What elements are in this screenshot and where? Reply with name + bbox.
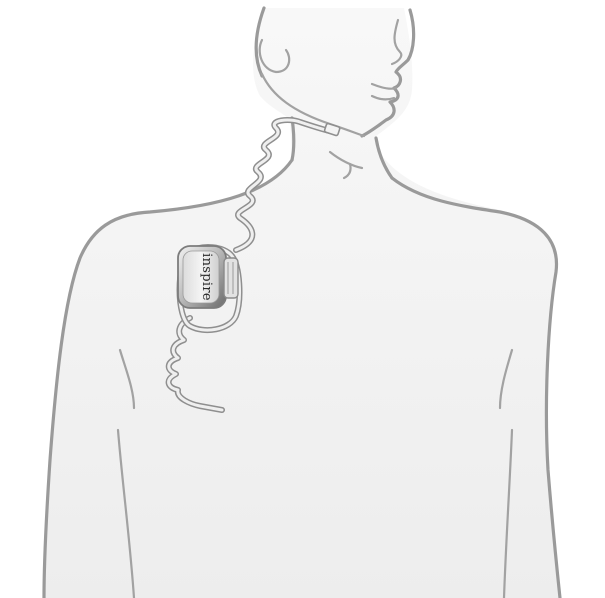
device-header [224, 258, 238, 298]
torso-silhouette [44, 8, 560, 598]
neck-left [292, 118, 294, 160]
device-brand-label: inspire [199, 253, 214, 301]
